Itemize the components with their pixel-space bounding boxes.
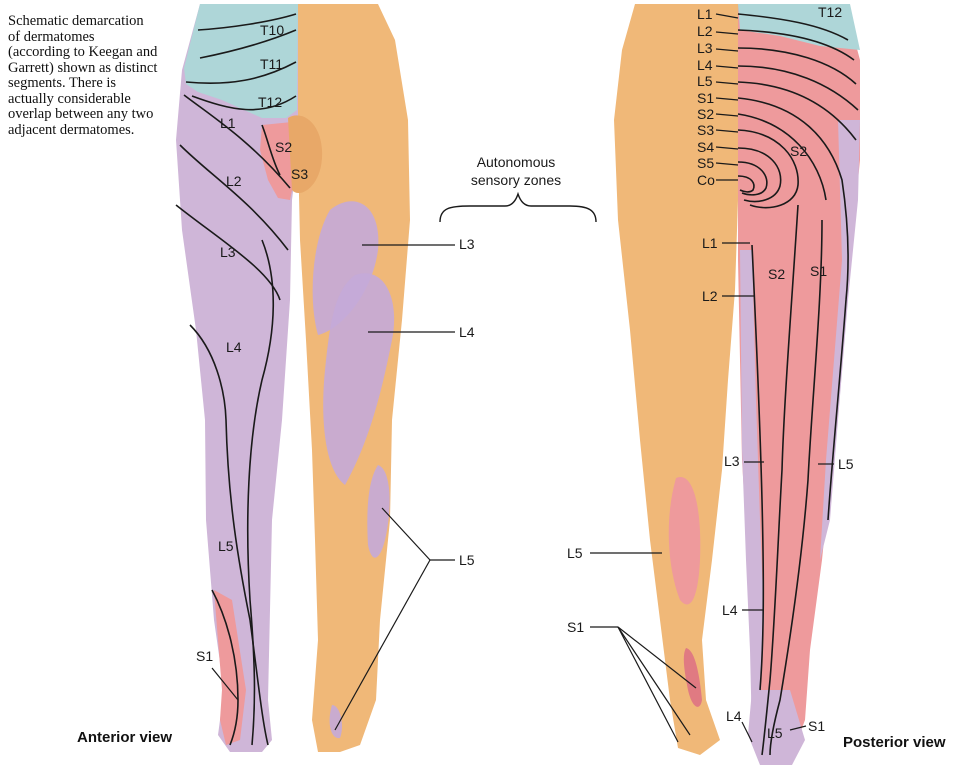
label-post-s3: S3	[697, 122, 714, 138]
label-ant-l5: L5	[218, 538, 234, 554]
label-ant-s2: S2	[275, 139, 292, 155]
label-post-s1-heel: S1	[567, 619, 584, 635]
label-ant-s1: S1	[196, 648, 213, 664]
label-auto-l3: L3	[459, 236, 475, 252]
anterior-labels: T10 T11 T12 L1 S2 S3 L2 L3 L4 L5 S1 L3 L…	[196, 22, 475, 664]
label-post-s2-buttock: S2	[790, 143, 807, 159]
anterior-autonomous-l4	[323, 273, 395, 485]
posterior-view-title: Posterior view	[843, 734, 946, 751]
label-post-l3: L3	[697, 40, 713, 56]
label-post-l1: L1	[697, 6, 713, 22]
label-post-l5-calf: L5	[567, 545, 583, 561]
posterior-dermatome-lines	[737, 13, 859, 756]
label-post-s5: S5	[697, 155, 714, 171]
label-ant-s3: S3	[291, 166, 308, 182]
posterior-labels: T12 L1 L2 L3 L4 L5 S1 S2 S3 S4 S5 Co S2 …	[567, 4, 854, 741]
label-ant-t10: T10	[260, 22, 284, 38]
anterior-autonomous-l3	[312, 201, 379, 335]
label-ant-t11: T11	[260, 56, 283, 72]
label-post-co: Co	[697, 172, 715, 188]
anterior-autonomous-l5	[367, 465, 390, 558]
label-ant-l3: L3	[220, 244, 236, 260]
autonomous-brace	[439, 191, 597, 223]
label-ant-l2: L2	[226, 173, 242, 189]
label-post-l2: L2	[697, 23, 713, 39]
label-auto-l5: L5	[459, 552, 475, 568]
figure-caption: Schematic demarcation of dermatomes (acc…	[8, 13, 158, 138]
label-post-l4-foot: L4	[726, 708, 742, 724]
anterior-leader-lines	[211, 244, 455, 731]
autonomous-label-line1: Autonomous	[477, 154, 556, 170]
label-post-s1-foot: S1	[808, 718, 825, 734]
autonomous-sensory-zones-callout: Autonomous sensory zones	[439, 154, 597, 223]
posterior-figure	[590, 4, 860, 765]
anterior-right-leg-skin	[176, 4, 300, 752]
label-post-s4: S4	[697, 139, 714, 155]
label-post-s2: S2	[697, 106, 714, 122]
label-post-l2-thigh: L2	[702, 288, 718, 304]
autonomous-label-line2: sensory zones	[471, 172, 561, 188]
label-auto-l4: L4	[459, 324, 475, 340]
posterior-foot-zone	[748, 690, 805, 765]
anterior-thoracic-band	[184, 4, 298, 118]
posterior-lumbar-outer	[820, 120, 860, 560]
label-post-l5-foot: L5	[767, 725, 783, 741]
anterior-dermatome-lines	[175, 13, 297, 746]
label-post-s1: S1	[697, 90, 714, 106]
anterior-view-title: Anterior view	[77, 729, 172, 746]
posterior-thoracic-band	[738, 4, 860, 50]
label-ant-l4: L4	[226, 339, 242, 355]
label-post-s1-thigh: S1	[810, 263, 827, 279]
anterior-sacral-zone	[260, 122, 296, 200]
label-ant-l1: L1	[220, 115, 236, 131]
posterior-left-leg-skin	[614, 4, 738, 755]
anterior-genital-skin	[288, 115, 323, 194]
label-ant-t12: T12	[258, 94, 282, 110]
label-post-t12: T12	[818, 4, 842, 20]
label-post-l5: L5	[697, 73, 713, 89]
label-post-l4-leg: L4	[722, 602, 738, 618]
label-post-l5-leg: L5	[838, 456, 854, 472]
label-post-l1-thigh: L1	[702, 235, 718, 251]
label-post-l4: L4	[697, 57, 713, 73]
label-post-s2-thigh: S2	[768, 266, 785, 282]
posterior-autonomous-l5	[668, 476, 701, 605]
anterior-autonomous-l5-toe	[329, 705, 343, 739]
anterior-figure	[175, 4, 455, 752]
posterior-leader-lines	[590, 13, 834, 743]
posterior-autonomous-s1	[683, 648, 702, 707]
posterior-right-leg-sacral	[738, 4, 860, 755]
posterior-lumbar-inner	[740, 250, 764, 735]
label-post-l3-leg: L3	[724, 453, 740, 469]
